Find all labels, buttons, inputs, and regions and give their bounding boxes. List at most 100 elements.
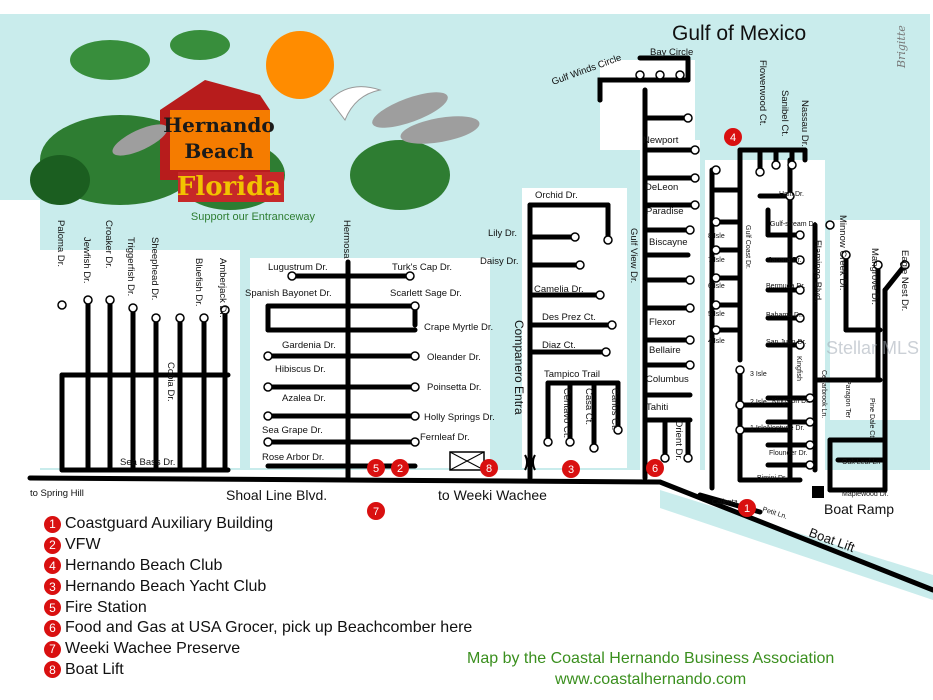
legend-label: Hernando Beach Yacht Club [65, 577, 267, 595]
svg-text:3: 3 [568, 464, 574, 476]
street-label: Paradise [646, 206, 684, 217]
water-label: Gulf of Mexico [672, 22, 806, 45]
street-label: Scarlett Sage Dr. [390, 288, 462, 299]
street-label: Companero Entra [512, 320, 526, 415]
street-label: Minnow Creek Dr. [837, 215, 848, 291]
legend-label: Hernando Beach Club [65, 556, 223, 574]
street-label: Jacona Dr. [768, 257, 802, 264]
legend-marker-icon: 4 [44, 557, 61, 575]
cul-de-sacs [57, 70, 910, 470]
street-label: Neptune Dr. [767, 425, 804, 432]
street-label: Bay Circle [650, 47, 693, 58]
street-label: 3 Isle [750, 371, 767, 378]
street-label: San Juan Dr. [766, 339, 807, 346]
marker-8[interactable]: 8 [480, 459, 498, 477]
street-label: Sanibel Ct. [779, 90, 790, 136]
street-label: 5 Isle [708, 311, 725, 318]
road-shoal-line [27, 475, 663, 485]
street-label: Lily Dr. [488, 228, 517, 239]
boat-ramp-icon [812, 486, 824, 498]
street-label: Fernleaf Dr. [420, 432, 470, 443]
credit-url[interactable]: www.coastalhernando.com [555, 671, 747, 688]
legend-label: Coastguard Auxiliary Building [65, 515, 274, 533]
street-label: 6 Isle [708, 283, 725, 290]
legend-label: Boat Lift [65, 660, 124, 678]
street-label: Amberjack Dr. [217, 258, 228, 318]
road-label-shoal-line: Shoal Line Blvd. [226, 487, 327, 503]
street-label: Columbus [646, 374, 689, 385]
street-label: Des Prez Ct. [542, 312, 596, 323]
marker-7[interactable]: 7 [367, 502, 385, 520]
legend-marker-icon: 5 [44, 599, 61, 617]
road-label-boat-ramp: Boat Ramp [824, 501, 894, 517]
street-label: Oak Leaf Ln [842, 459, 880, 466]
legend-marker-icon: 2 [44, 536, 61, 554]
road-label-spring-hill: to Spring Hill [30, 488, 84, 499]
street-label: Bimini Dr. [757, 475, 787, 482]
street-label: Flounder Dr. [769, 450, 808, 457]
street-label: Calienta [712, 499, 738, 506]
svg-text:5: 5 [373, 463, 379, 475]
water-weeki-strip [660, 490, 933, 600]
marker-4[interactable]: 4 [724, 128, 742, 146]
street-label: Gulf-stream Dr. [770, 221, 818, 228]
street-label: Rose Arbor Dr. [262, 452, 324, 463]
road-label-boat-lift: to Weeki Wachee [438, 487, 547, 503]
street-label: Jewfish Dr. [81, 237, 92, 283]
street-label: Bluefish Dr. [193, 258, 204, 307]
street-label: Nassau Dr. [799, 100, 810, 147]
street-label: 4 Isle [708, 338, 725, 345]
marker-2[interactable]: 2 [391, 459, 409, 477]
watermark: Stellar MLS [826, 338, 920, 358]
street-label: Holly Springs Dr. [424, 412, 495, 423]
street-label: 7 Isle [708, 257, 725, 264]
street-label: Newport [643, 135, 679, 146]
legend-label: Fire Station [65, 598, 147, 616]
marker-6[interactable]: 6 [646, 459, 664, 477]
marker-5[interactable]: 5 [367, 459, 385, 477]
street-label: Flowerwood Ct. [757, 60, 768, 126]
marker-3[interactable]: 3 [562, 460, 580, 478]
bird-icon [329, 86, 382, 122]
road-weeki-wachee [657, 479, 933, 593]
street-label: Bellaire [649, 345, 681, 356]
street-label: Crape Myrtle Dr. [424, 322, 493, 333]
street-label: Daisy Dr. [480, 256, 519, 267]
street-label: Cedarbrook Ln. [820, 370, 827, 418]
marker-1[interactable]: 1 [738, 499, 756, 517]
bridge-icon [524, 454, 536, 471]
street-label: Spanish Bayonet Dr. [245, 288, 332, 299]
sun-icon [266, 31, 334, 99]
street-label: Haiti Dr. [779, 191, 804, 198]
street-label: Poinsetta Dr. [427, 382, 481, 393]
street-label: Tampico Trail [544, 369, 600, 380]
street-label: Orient Dr. [673, 420, 684, 461]
street-label: 1 Isle [750, 425, 767, 432]
street-label: Paloma Dr. [55, 220, 66, 267]
street-label: DeLeon [645, 182, 678, 193]
street-label: Biscayne [649, 237, 688, 248]
svg-text:8: 8 [486, 463, 492, 475]
logo-line1: Hernando [163, 113, 275, 137]
legend-marker-icon: 8 [44, 661, 61, 679]
street-label: Pine Dale Ct [868, 398, 875, 437]
road-network [27, 55, 933, 593]
street-label: 2 Isle [750, 399, 767, 406]
boat-lift-hatch [449, 451, 485, 471]
legend-label: Weeki Wachee Preserve [65, 640, 241, 658]
logo-line3: Florida [177, 172, 281, 202]
street-label: Sea Bass Dr. [120, 457, 175, 468]
street-label: Hermosa [341, 220, 352, 259]
street-label: Maplewood Dr. [842, 491, 889, 498]
credit-block: Map by the Coastal Hernando Business Ass… [467, 648, 834, 690]
street-label: Lugustrum Dr. [268, 262, 328, 273]
svg-text:4: 4 [730, 132, 736, 144]
svg-text:1: 1 [744, 503, 750, 515]
street-label: Mangrove Dr. [869, 248, 880, 305]
